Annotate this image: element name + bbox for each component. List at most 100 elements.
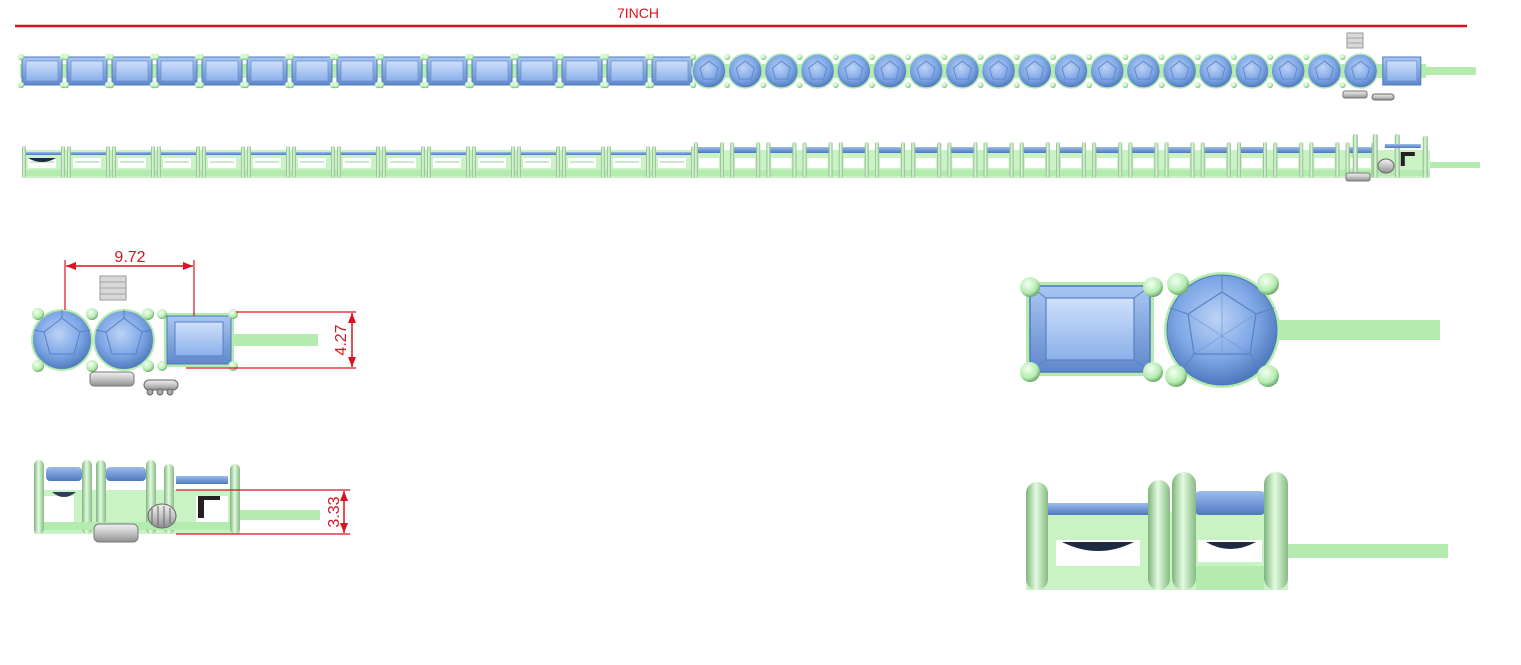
round-stone-side <box>841 147 866 153</box>
prong-post <box>331 146 335 178</box>
round-stone <box>872 53 908 89</box>
emerald-stone-side <box>251 152 287 155</box>
round-stone <box>1161 53 1198 89</box>
prong-post <box>1372 134 1378 178</box>
prong-post <box>973 142 978 178</box>
prong <box>1339 82 1346 88</box>
emerald-stone-side <box>656 152 692 155</box>
channel-window <box>1314 158 1335 168</box>
prong-post <box>1009 142 1014 178</box>
prong-post <box>1190 142 1195 178</box>
prong-post <box>864 142 869 178</box>
channel-window <box>1024 158 1045 168</box>
prong-post <box>947 142 952 178</box>
emerald-stone-side <box>1046 503 1150 515</box>
round-stone <box>93 309 155 371</box>
channel-window <box>1205 158 1226 168</box>
channel-window <box>343 158 371 168</box>
round-stone-side <box>697 147 721 153</box>
channel-window <box>478 158 506 168</box>
round-stone-side <box>1203 147 1228 153</box>
round-stone-side <box>1194 491 1266 515</box>
channel-window <box>44 496 74 522</box>
prong <box>62 53 70 61</box>
prong-post <box>1299 142 1304 178</box>
prong <box>377 81 385 89</box>
emerald-stone <box>66 56 108 86</box>
height-dimension-label: 4.27 <box>333 324 350 355</box>
prong <box>602 81 610 89</box>
band-tail <box>238 510 320 520</box>
prong-post <box>151 146 155 178</box>
bracelet-side-view <box>22 134 1480 182</box>
round-stone-side <box>1059 147 1083 153</box>
prong-post <box>652 146 656 178</box>
prong <box>152 81 160 89</box>
clasp-spring-icon <box>147 503 177 529</box>
height-dimension: 4.27 <box>186 311 356 369</box>
emerald-stone <box>336 56 378 86</box>
channel-window <box>433 158 461 168</box>
prong-post <box>766 142 771 178</box>
round-stone-side <box>1240 147 1264 153</box>
prong-post <box>1226 142 1231 178</box>
prong <box>1086 54 1093 60</box>
prong <box>242 81 250 89</box>
prong-post <box>792 142 797 178</box>
prong <box>977 54 984 60</box>
enlarged-side-view <box>1026 472 1448 590</box>
prong-post <box>1118 142 1123 178</box>
round-stone-side <box>1312 147 1337 153</box>
round-stone <box>908 53 944 89</box>
channel-window <box>298 158 326 168</box>
emerald-stone-side <box>476 152 512 155</box>
prong-post <box>286 146 290 178</box>
emerald-stone-side <box>26 152 62 155</box>
prongs <box>1020 273 1279 387</box>
round-stone-side <box>106 467 146 481</box>
band-tail <box>1430 162 1480 168</box>
channel-window <box>1169 158 1190 168</box>
channel-window <box>568 158 596 168</box>
prong-post <box>202 146 206 178</box>
prong-post <box>646 146 650 178</box>
emerald-stone-side <box>386 152 422 155</box>
prong-post <box>67 146 71 178</box>
emerald-stone <box>381 56 423 86</box>
stone-culet <box>1400 152 1415 166</box>
emerald-stone <box>471 56 513 86</box>
prong-posts <box>1026 472 1288 590</box>
prong-post <box>1309 142 1314 178</box>
prong <box>832 82 839 88</box>
prong <box>197 53 205 61</box>
prong <box>287 81 295 89</box>
round-stone <box>1234 53 1270 89</box>
clasp-spring-icon <box>143 379 179 396</box>
emerald-stone <box>651 56 693 86</box>
channel-window <box>1350 158 1371 168</box>
channel-window <box>1278 158 1299 168</box>
prong-post <box>106 146 110 178</box>
prong-post <box>1154 142 1159 178</box>
round-stone-side <box>878 147 902 153</box>
length-dimension: 7INCH <box>15 5 1467 28</box>
clasp-box-icon <box>1346 32 1364 49</box>
round-stone <box>1198 53 1234 89</box>
emerald-stone-side <box>341 152 377 155</box>
prong <box>1267 54 1274 60</box>
depth-dimension-label: 3.33 <box>326 496 343 527</box>
prong-post <box>694 142 698 178</box>
prong-post <box>292 146 296 178</box>
prong <box>647 81 655 89</box>
prong <box>760 82 767 88</box>
stone-culet <box>1206 542 1256 549</box>
clasp-box-icon <box>99 275 127 301</box>
prong <box>941 54 948 60</box>
emerald-stone-side <box>566 152 602 155</box>
channel-window <box>880 158 900 168</box>
emerald-stone-side <box>71 152 107 155</box>
emerald-stone <box>246 56 288 86</box>
emerald-stone-side <box>161 152 197 155</box>
emerald-stone-side <box>176 476 228 484</box>
prong <box>905 54 912 60</box>
